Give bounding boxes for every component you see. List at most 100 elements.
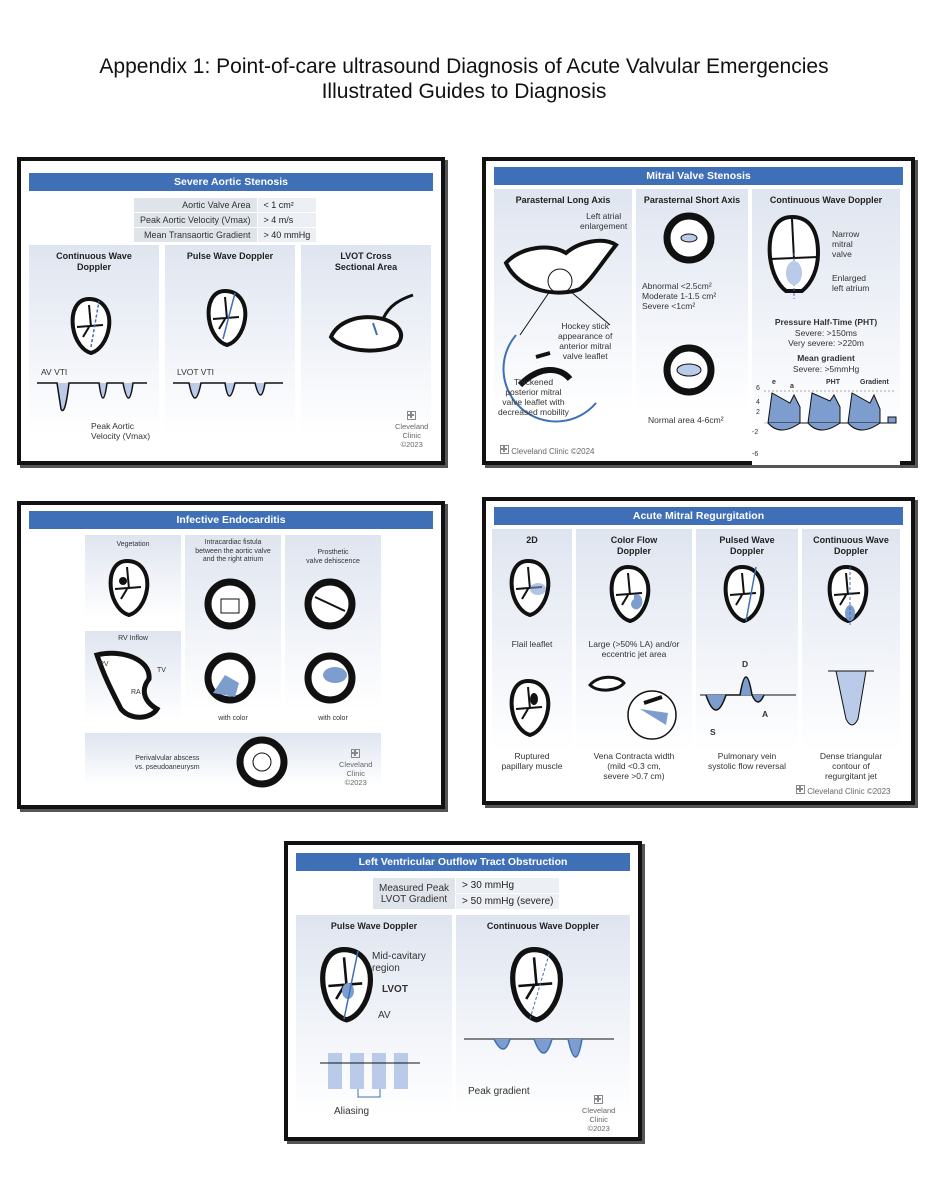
cleveland-clinic-icon bbox=[351, 749, 361, 758]
vegetation-label: Vegetation bbox=[116, 541, 150, 548]
ms-cw-heading: Continuous Wave Doppler bbox=[769, 195, 883, 205]
page-title-line2: Illustrated Guides to Diagnosis bbox=[321, 80, 607, 103]
aliasing-label: Aliasing bbox=[334, 1106, 370, 1117]
aortic-stenosis-panel: Severe Aortic Stenosis Aortic Valve Area… bbox=[17, 157, 445, 465]
rv-label: RV bbox=[99, 661, 109, 668]
aortic-row-label: Mean Transaortic Gradient bbox=[133, 227, 258, 243]
psax-normal-illustration bbox=[664, 345, 720, 401]
with-color-label: with color bbox=[218, 715, 248, 722]
cleveland-clinic-icon bbox=[796, 785, 805, 794]
lvot-pw-heart-illustration bbox=[318, 947, 378, 1027]
prosthetic-cell: Prosthetic valve dehiscence with color bbox=[285, 535, 381, 729]
cw-doppler-trace bbox=[37, 382, 147, 412]
pulm-vein-label: Pulmonary vein systolic flow reversal bbox=[708, 751, 786, 771]
large-jet-label: Large (>50% LA) and/or eccentric jet are… bbox=[588, 639, 680, 659]
cw-heart-illustration bbox=[827, 565, 869, 627]
aortic-lvot-heading: LVOT Cross Sectional Area bbox=[334, 251, 398, 272]
plax-heading: Parasternal Long Axis bbox=[515, 195, 611, 205]
enlarged-atrium-label: Enlarged left atrium bbox=[832, 273, 870, 293]
lvot-criteria-table: Measured Peak LVOT Gradient > 30 mmHg > … bbox=[371, 877, 561, 910]
hockey-stick-label: Hockey stick appearance of anterior mitr… bbox=[558, 321, 613, 361]
lvot-cw-doppler-trace bbox=[464, 1038, 614, 1058]
lvot-label: LVOT bbox=[382, 984, 408, 995]
aortic-cw-heading: Continuous Wave Doppler bbox=[56, 251, 132, 272]
rv-inflow-label: RV Inflow bbox=[118, 635, 148, 642]
mitral-stenosis-banner: Mitral Valve Stenosis bbox=[494, 167, 903, 185]
ms-cw-column: Continuous Wave Doppler Narrow mitral va… bbox=[752, 189, 900, 465]
regurgitant-jet-trace bbox=[828, 670, 874, 726]
heart-cw-illustration bbox=[70, 297, 112, 355]
psax-column: Parasternal Short Axis Abnormal <2.5cm² … bbox=[636, 189, 748, 437]
cleveland-clinic-logo: Cleveland Clinic ©2024 bbox=[500, 445, 595, 457]
ms-doppler-trace bbox=[764, 390, 897, 431]
ms-heart-illustration bbox=[767, 214, 821, 299]
aortic-stenosis-banner: Severe Aortic Stenosis bbox=[29, 173, 433, 191]
lvot-banner: Left Ventricular Outflow Tract Obstructi… bbox=[296, 853, 630, 871]
mean-gradient-value: Severe: >5mmHg bbox=[792, 364, 860, 374]
logo-text: Cleveland Clinic ©2024 bbox=[511, 447, 595, 456]
mean-gradient-title: Mean gradient bbox=[797, 353, 855, 363]
mid-cavitary-label: Mid-cavitary region bbox=[372, 951, 426, 974]
lvot-threshold-value: > 30 mmHg bbox=[455, 877, 561, 894]
lvot-cw-heart-illustration bbox=[508, 947, 568, 1027]
cleveland-clinic-icon bbox=[407, 411, 417, 420]
abscess-cell: Perivalvular abscess vs. pseudoaneurysm … bbox=[85, 733, 381, 791]
peak-aortic-velocity-label: Peak Aortic Velocity (Vmax) bbox=[91, 421, 151, 441]
aortic-row-label: Peak Aortic Velocity (Vmax) bbox=[133, 212, 258, 228]
fistula-color-illustration bbox=[205, 653, 261, 709]
plax-column: Parasternal Long Axis Left atrial enlarg… bbox=[494, 189, 632, 437]
logo-text: Cleveland Clinic ©2023 bbox=[339, 760, 373, 787]
tv-label: TV bbox=[157, 667, 166, 674]
lvot-cw-heading: Continuous Wave Doppler bbox=[486, 921, 600, 931]
mr-pw-column: Pulsed Wave Doppler D S A Pulmonary vein… bbox=[696, 529, 798, 777]
abscess-label: Perivalvular abscess vs. pseudoaneurysm bbox=[135, 755, 200, 771]
ruptured-heart-illustration bbox=[509, 679, 551, 737]
plax-illustration bbox=[502, 238, 619, 423]
left-atrial-enlargement-label: Left atrial enlargement bbox=[580, 211, 628, 231]
thickened-leaflet-label: Thickened posterior mitral valve leaflet… bbox=[498, 377, 569, 417]
cleveland-clinic-logo: Cleveland Clinic ©2023 bbox=[395, 411, 428, 449]
lvot-gradient-label: Measured Peak LVOT Gradient bbox=[371, 877, 457, 910]
lvot-vti-label: LVOT VTI bbox=[177, 367, 215, 377]
wave-a-label: a bbox=[790, 383, 794, 390]
mr-cw-heading: Continuous Wave Doppler bbox=[813, 535, 889, 556]
cleveland-clinic-logo: Cleveland Clinic ©2023 bbox=[796, 785, 891, 797]
av-vti-label: AV VTI bbox=[41, 367, 68, 377]
aortic-lvot-column: LVOT Cross Sectional Area Cleveland Clin… bbox=[301, 245, 431, 455]
with-color-label: with color bbox=[318, 715, 348, 722]
aortic-row-value: > 4 m/s bbox=[256, 212, 318, 228]
page-title-line1: Appendix 1: Point-of-care ultrasound Dia… bbox=[99, 55, 829, 78]
colorflow-heart-illustration bbox=[609, 565, 651, 623]
aortic-row-value: > 40 mmHg bbox=[256, 227, 318, 243]
normal-area-label: Normal area 4-6cm² bbox=[648, 415, 724, 425]
prosthetic-color-illustration bbox=[305, 653, 361, 709]
wave-gradient-label: Gradient bbox=[860, 379, 889, 386]
pht-values: Severe: >150ms Very severe: >220m bbox=[788, 328, 864, 348]
peak-gradient-label: Peak gradient bbox=[468, 1086, 530, 1097]
cleveland-clinic-logo: Cleveland Clinic ©2023 bbox=[582, 1095, 615, 1133]
cleveland-clinic-logo: Cleveland Clinic ©2023 bbox=[339, 749, 372, 787]
narrow-valve-label: Narrow mitral valve bbox=[832, 229, 860, 259]
vena-contracta-illustration bbox=[587, 675, 677, 740]
y-tick: -6 bbox=[752, 451, 759, 458]
abscess-illustration bbox=[237, 737, 293, 793]
lvot-cw-column: Continuous Wave Doppler Peak gradient Cl… bbox=[456, 915, 630, 1135]
fistula-label: Intracardiac fistula between the aortic … bbox=[195, 539, 271, 563]
aortic-row-label: Aortic Valve Area bbox=[133, 197, 258, 213]
flail-heart-illustration bbox=[509, 559, 551, 617]
aortic-pw-heading: Pulse Wave Doppler bbox=[186, 251, 274, 261]
av-label: AV bbox=[378, 1010, 391, 1021]
mitral-regurg-panel: Acute Mitral Regurgitation 2D Flail leaf… bbox=[482, 497, 915, 805]
mr-colorflow-heading: Color Flow Doppler bbox=[610, 535, 658, 556]
mr-2d-heading: 2D bbox=[526, 535, 538, 545]
ra-label: RA bbox=[131, 689, 141, 696]
logo-text: Cleveland Clinic ©2023 bbox=[807, 787, 891, 796]
psax-abnormal-illustration bbox=[664, 213, 720, 269]
endocarditis-panel: Infective Endocarditis Vegetation RV Inf… bbox=[17, 501, 445, 809]
prosthetic-illustration bbox=[305, 579, 361, 635]
lvot-pw-column: Pulse Wave Doppler Mid-cavitary region L… bbox=[296, 915, 452, 1135]
abnormal-area-label: Abnormal <2.5cm² Moderate 1-1.5 cm² Seve… bbox=[642, 281, 717, 311]
mitral-stenosis-panel: Mitral Valve Stenosis Parasternal Long A… bbox=[482, 157, 915, 465]
a-wave-label: A bbox=[762, 709, 769, 719]
y-tick: 4 bbox=[756, 399, 760, 406]
